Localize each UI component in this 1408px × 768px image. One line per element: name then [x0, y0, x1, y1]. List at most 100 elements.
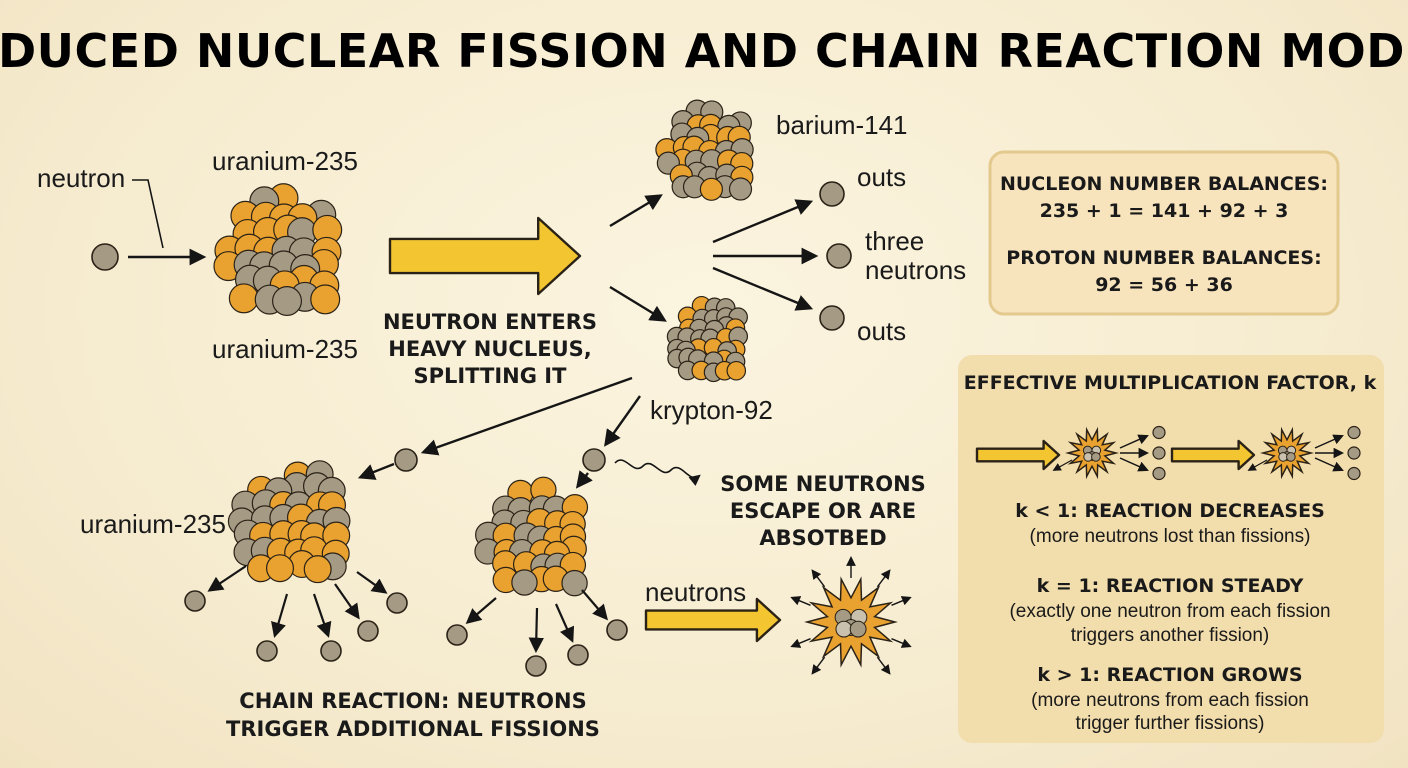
k-greater-line-1: (more neutrons from each fission [1031, 690, 1309, 711]
chain-right-neutron-2 [525, 655, 547, 677]
chain-left-neutron-3 [320, 640, 342, 662]
krypton-92-label: krypton-92 [650, 395, 773, 425]
mini-neutron [1347, 425, 1361, 440]
burst-arrow-9 [811, 569, 826, 588]
emitted-neutron-2 [826, 243, 852, 269]
emitted-neutron-arrow-3 [712, 266, 814, 311]
outs-label-bottom: outs [857, 316, 906, 346]
uranium-235-label-bottom: uranium-235 [212, 334, 358, 364]
chain-neutron-middle [582, 448, 606, 472]
arrow-to-barium [609, 194, 663, 228]
incident-neutron [91, 243, 119, 271]
emitted-neutron-arrow-1 [712, 199, 814, 244]
chain-caption-2: TRIGGER ADDITIONAL FISSIONS [226, 717, 600, 741]
neutrons-arrow-label: neutrons [645, 577, 746, 607]
chain-right-neutron-3 [567, 644, 589, 666]
mini-arrow [1247, 459, 1268, 471]
neutron-to-nucleus-arrow [575, 470, 593, 489]
mini-arrow [1314, 457, 1344, 472]
escape-wavy-arrow [614, 459, 701, 486]
uranium-235-nucleus [213, 183, 343, 317]
mini-neutron [1152, 446, 1166, 460]
chain-right-arrow-2 [528, 607, 544, 654]
proton-heading: PROTON NUMBER BALANCES: [1006, 247, 1321, 269]
k-equal-line-1: (exactly one neutron from each fission [1009, 601, 1330, 622]
burst-arrow-5 [790, 638, 811, 648]
fission-burst [804, 576, 898, 668]
mini-arrow [1119, 434, 1149, 449]
emitted-neutron-1 [819, 181, 845, 207]
mini-neutron [1347, 446, 1361, 460]
enters-caption-3: SPLITTING IT [414, 364, 568, 388]
mini-neutron [1152, 425, 1166, 440]
enters-caption-2: HEAVY NUCLEUS, [388, 337, 591, 361]
emitted-neutron-3 [819, 305, 845, 331]
chain-left-arrow-2 [271, 593, 289, 638]
mini-arrow [1314, 434, 1344, 449]
uranium-235-chain-nucleus-right [474, 476, 589, 597]
chain-left-neutron-1 [184, 590, 206, 612]
k-greater-heading: k > 1: REACTION GROWS [1037, 664, 1302, 686]
mini-neutron [1347, 466, 1361, 481]
balance-box [988, 150, 1340, 316]
chain-right-neutron-4 [606, 619, 628, 641]
burst-arrow-4 [790, 596, 811, 606]
arrow-to-krypton [609, 285, 667, 322]
uranium-235-label-top: uranium-235 [212, 146, 358, 176]
chain-left-neutron-2 [256, 640, 278, 662]
burst-arrow-6 [876, 656, 891, 675]
uranium-235-chain-nucleus-left [227, 460, 351, 584]
chain-neutron-left [394, 448, 418, 472]
k-equal-line-2: triggers another fission) [1071, 625, 1270, 646]
burst-arrow-8 [876, 569, 891, 588]
chain-left-neutron-5 [386, 592, 408, 614]
chain-right-arrow-4 [581, 589, 609, 621]
chain-right-arrow-1 [465, 597, 497, 625]
three-label: three [865, 226, 924, 256]
burst-arrow-7 [811, 656, 826, 675]
burst-arrow-3 [891, 638, 912, 648]
nucleon-heading: NUCLEON NUMBER BALANCES: [1000, 173, 1328, 195]
mini-fission-burst [1260, 426, 1314, 480]
mini-neutron [1152, 466, 1166, 481]
barium-141-nucleus [655, 99, 754, 201]
mini-arrow [1052, 459, 1073, 471]
enters-caption-1: NEUTRON ENTERS [383, 310, 597, 334]
outs-label-top: outs [857, 162, 906, 192]
chain-left-neutron-4 [357, 620, 379, 642]
k-less-line-1: (more neutrons lost than fissions) [1030, 526, 1311, 547]
k-equal-heading: k = 1: REACTION STEADY [1037, 575, 1304, 597]
fission-process-arrow [388, 216, 582, 296]
page-title: INDUCED NUCLEAR FISSION AND CHAIN REACTI… [0, 24, 1408, 78]
burst-arrow-2 [891, 596, 912, 606]
chain-caption-1: CHAIN REACTION: NEUTRONS [239, 689, 586, 713]
mini-arrow [1119, 457, 1149, 472]
barium-141-label: barium-141 [776, 110, 908, 140]
mini-fission-burst [1065, 426, 1119, 480]
neutron-to-uranium-arrow [357, 462, 395, 480]
chain-left-arrow-5 [356, 571, 388, 594]
chain-right-arrow-3 [554, 603, 575, 643]
proton-equation: 92 = 56 + 36 [1095, 274, 1233, 296]
k-mini-diagrams [975, 425, 1361, 481]
neutrons-to-fission-arrow [644, 597, 782, 643]
k-greater-line-2: trigger further fissions) [1075, 713, 1264, 734]
chain-arrow-left [420, 376, 633, 456]
escape-caption-1: SOME NEUTRONS [720, 472, 926, 496]
dynamic-layer [91, 99, 912, 677]
nucleon-equation: 235 + 1 = 141 + 92 + 3 [1040, 200, 1289, 222]
arrow-layer [128, 179, 819, 489]
neutron-leader-line [132, 179, 164, 249]
krypton-92-nucleus [666, 295, 749, 383]
uranium-235-label-chain: uranium-235 [80, 509, 226, 539]
k-less-heading: k < 1: REACTION DECREASES [1015, 500, 1325, 522]
neutron-label: neutron [37, 163, 125, 193]
escape-caption-3: ABSOTBED [759, 526, 886, 550]
mini-input-arrow [975, 439, 1061, 471]
chain-left-arrow-4 [334, 583, 360, 620]
chain-right-neutron-1 [446, 624, 468, 646]
neutrons-label: neutrons [865, 255, 966, 285]
k-heading: EFFECTIVE MULTIPLICATION FACTOR, k [964, 372, 1377, 394]
chain-left-arrow-1 [207, 565, 247, 592]
